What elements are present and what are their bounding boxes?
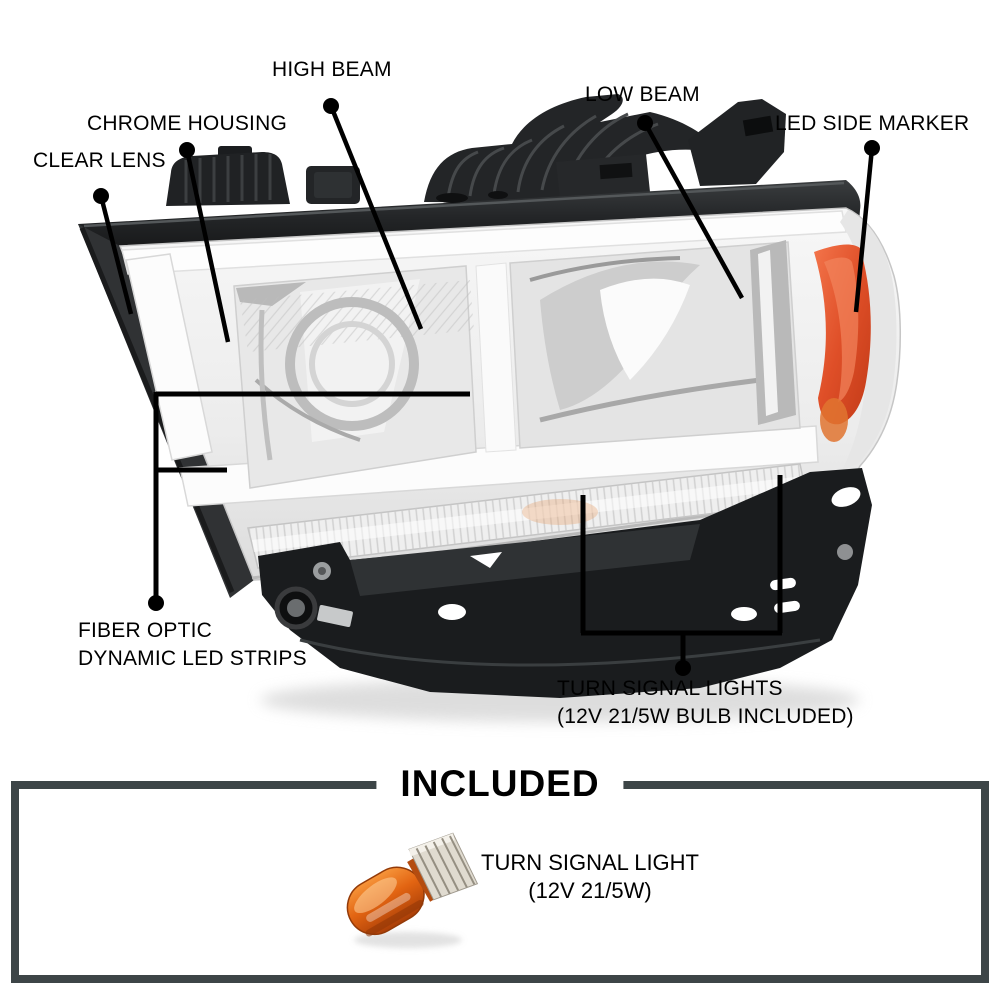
ground-shadow <box>260 678 860 722</box>
included-bulb <box>336 826 488 956</box>
low-beam-chamber <box>509 240 801 449</box>
lower-mounting-bracket <box>258 468 872 698</box>
label-chrome-housing: CHROME HOUSING <box>87 112 287 135</box>
label-fiber-optic: FIBER OPTIC DYNAMIC LED STRIPS <box>78 617 307 673</box>
led-side-marker-leader <box>853 140 880 313</box>
low-beam-leader <box>637 115 744 300</box>
label-turn-signal: TURN SIGNAL LIGHTS (12V 21/5W BULB INCLU… <box>557 675 854 731</box>
chrome-housing-leader <box>179 142 231 343</box>
heatsink-ribbed-bracket <box>424 94 701 203</box>
included-section-box <box>11 781 989 983</box>
label-high-beam: HIGH BEAM <box>272 58 392 81</box>
high-beam-leader <box>323 98 424 330</box>
callout-lines <box>93 98 880 676</box>
label-low-beam: LOW BEAM <box>585 83 700 106</box>
led-strip-top <box>121 210 847 275</box>
fiber-optic-bracket <box>148 391 470 611</box>
amber-wedge-bulb-icon <box>346 832 479 948</box>
included-title: INCLUDED <box>376 763 624 805</box>
turn-signal-bulb-glow <box>820 398 848 442</box>
high-beam-chamber <box>233 265 477 489</box>
label-turn-signal-line1: TURN SIGNAL LIGHTS <box>557 677 783 700</box>
turn-signal-strip <box>247 398 848 569</box>
label-fiber-optic-line2: DYNAMIC LED STRIPS <box>78 647 307 670</box>
clear-lens-body <box>118 207 902 581</box>
label-fiber-optic-line1: FIBER OPTIC <box>78 619 213 642</box>
label-led-side-marker: LED SIDE MARKER <box>775 112 970 135</box>
label-turn-signal-line2: (12V 21/5W BULB INCLUDED) <box>557 705 854 728</box>
right-chrome-edge <box>840 210 897 470</box>
included-item-text: TURN SIGNAL LIGHT (12V 21/5W) <box>450 849 730 905</box>
turn-signal-bracket <box>580 475 783 676</box>
included-item-line2: (12V 21/5W) <box>528 878 652 903</box>
included-item-line1: TURN SIGNAL LIGHT <box>481 850 699 875</box>
label-clear-lens: CLEAR LENS <box>33 149 166 172</box>
clear-lens-leader <box>93 188 134 315</box>
